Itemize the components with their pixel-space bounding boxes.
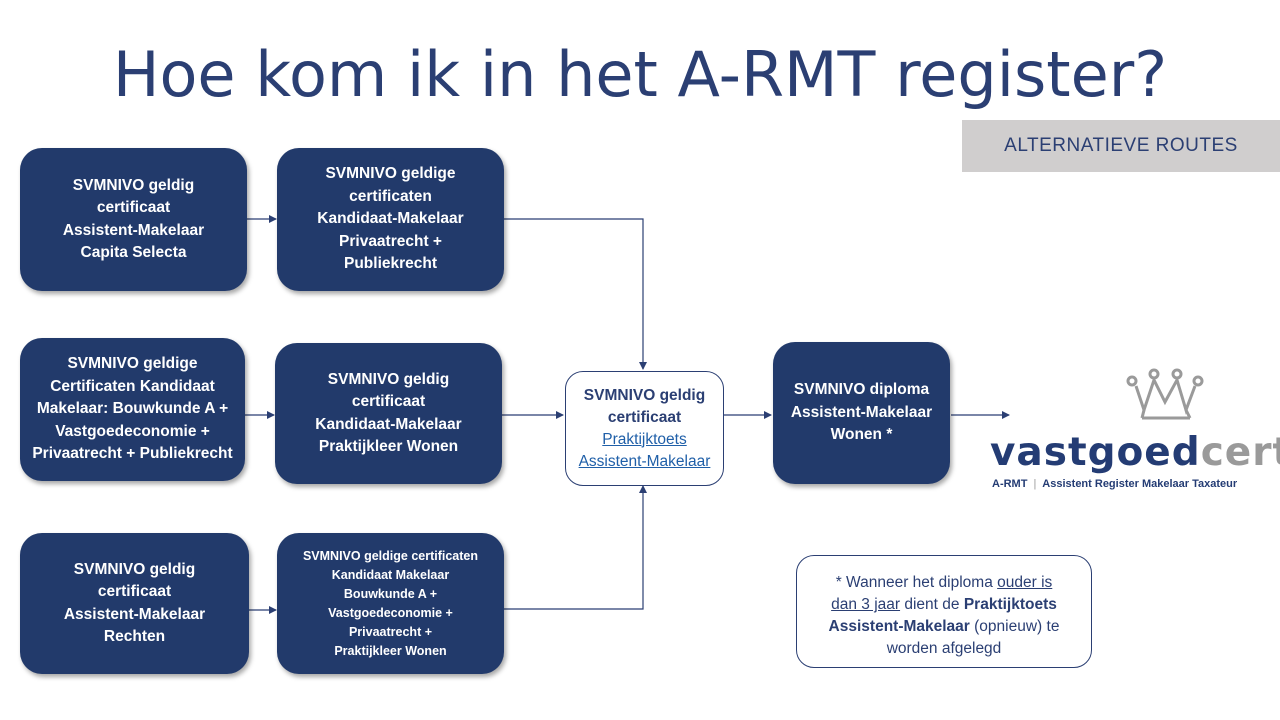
logo-word-cert: cert: [1200, 430, 1280, 475]
box-line: certificaat: [96, 199, 171, 216]
box-line: Kandidaat-Makelaar: [317, 210, 464, 228]
logo-sub-separator: |: [1033, 478, 1037, 490]
arrow-r1b-center: [504, 218, 647, 370]
box-line: Vastgoedeconomie +: [55, 422, 210, 440]
praktijktoets-certificate-box: SVMNIVO geldig certificaat Praktijktoets…: [565, 371, 724, 486]
note-text-2: dient de: [900, 596, 964, 613]
logo-subtitle: A-RMT | Assistent Register Makelaar Taxate…: [992, 478, 1237, 490]
note-text-3: (opnieuw) te: [969, 618, 1060, 635]
box-line: SVMNIVO geldige: [67, 355, 198, 373]
box-line: Wonen *: [830, 426, 893, 444]
box-line: SVMNIVO geldige: [325, 165, 456, 183]
box-line: certificaten: [349, 187, 432, 205]
box-line: certificaat: [97, 583, 172, 600]
logo-wordmark: vastgoedcert: [990, 430, 1280, 475]
alternative-routes-label: ALTERNATIEVE ROUTES: [962, 120, 1280, 172]
note-bold-2: Assistent-Makelaar: [828, 618, 970, 635]
box-line: SVMNIVO geldige certificaten: [302, 548, 479, 563]
vastgoedcert-logo: vastgoedcert A-RMT | Assistent Register Ma…: [988, 368, 1280, 498]
box-line: Assistent-Makelaar: [63, 605, 206, 623]
box-line: Certificaten Kandidaat: [50, 377, 215, 395]
box-line: SVMNIVO geldig: [327, 370, 450, 388]
box-line: Assistent-Makelaar: [62, 221, 205, 239]
center-line-2: certificaat: [607, 408, 682, 426]
praktijktoets-link[interactable]: Praktijktoets: [602, 430, 687, 448]
box-line: Capita Selecta: [80, 244, 187, 261]
logo-word-vastgoed: vastgoed: [990, 430, 1201, 475]
note-text-1: * Wanneer het diploma: [835, 574, 998, 591]
box-line: SVMNIVO geldig: [73, 560, 196, 578]
box-line: Kandidaat-Makelaar: [315, 415, 462, 433]
box-line: certificaat: [351, 393, 426, 410]
footnote-box: * Wanneer het diploma ouder is dan 3 jaa…: [796, 555, 1092, 668]
box-line: Praktijkleer Wonen: [318, 438, 459, 455]
box-line: SVMNIVO geldig: [72, 176, 195, 194]
box-line: Assistent-Makelaar: [790, 403, 933, 421]
box-line: Privaatrecht +: [348, 624, 433, 639]
logo-sub-register: Assistent Register Makelaar Taxateur: [1042, 478, 1238, 490]
box-line: Kandidaat Makelaar: [331, 567, 450, 582]
note-underline-1: ouder is: [997, 574, 1053, 591]
arrow-r3b-center: [504, 485, 647, 610]
box-line: Publiekrecht: [343, 255, 438, 273]
box-line: Privaatrecht + Publiekrecht: [32, 445, 233, 463]
note-bold-1: Praktijktoets: [963, 596, 1057, 613]
assistent-makelaar-link[interactable]: Assistent-Makelaar: [578, 452, 711, 470]
box-line: Vastgoedeconomie +: [328, 605, 453, 620]
box-line: Rechten: [103, 628, 166, 645]
logo-sub-armt: A-RMT: [992, 478, 1028, 490]
box-line: Privaatrecht +: [339, 232, 442, 250]
note-text-4: worden afgelegd: [886, 640, 1002, 657]
box-line: SVMNIVO diploma: [793, 381, 930, 399]
box-line: Praktijkleer Wonen: [334, 643, 447, 658]
note-underline-2: dan 3 jaar: [831, 596, 901, 613]
box-line: Makelaar: Bouwkunde A +: [36, 400, 229, 418]
crown-icon: [1126, 368, 1204, 420]
center-line-1: SVMNIVO geldig: [583, 386, 706, 404]
page-title: Hoe kom ik in het A-RMT register?: [112, 38, 1168, 111]
box-line: Bouwkunde A +: [343, 586, 438, 601]
